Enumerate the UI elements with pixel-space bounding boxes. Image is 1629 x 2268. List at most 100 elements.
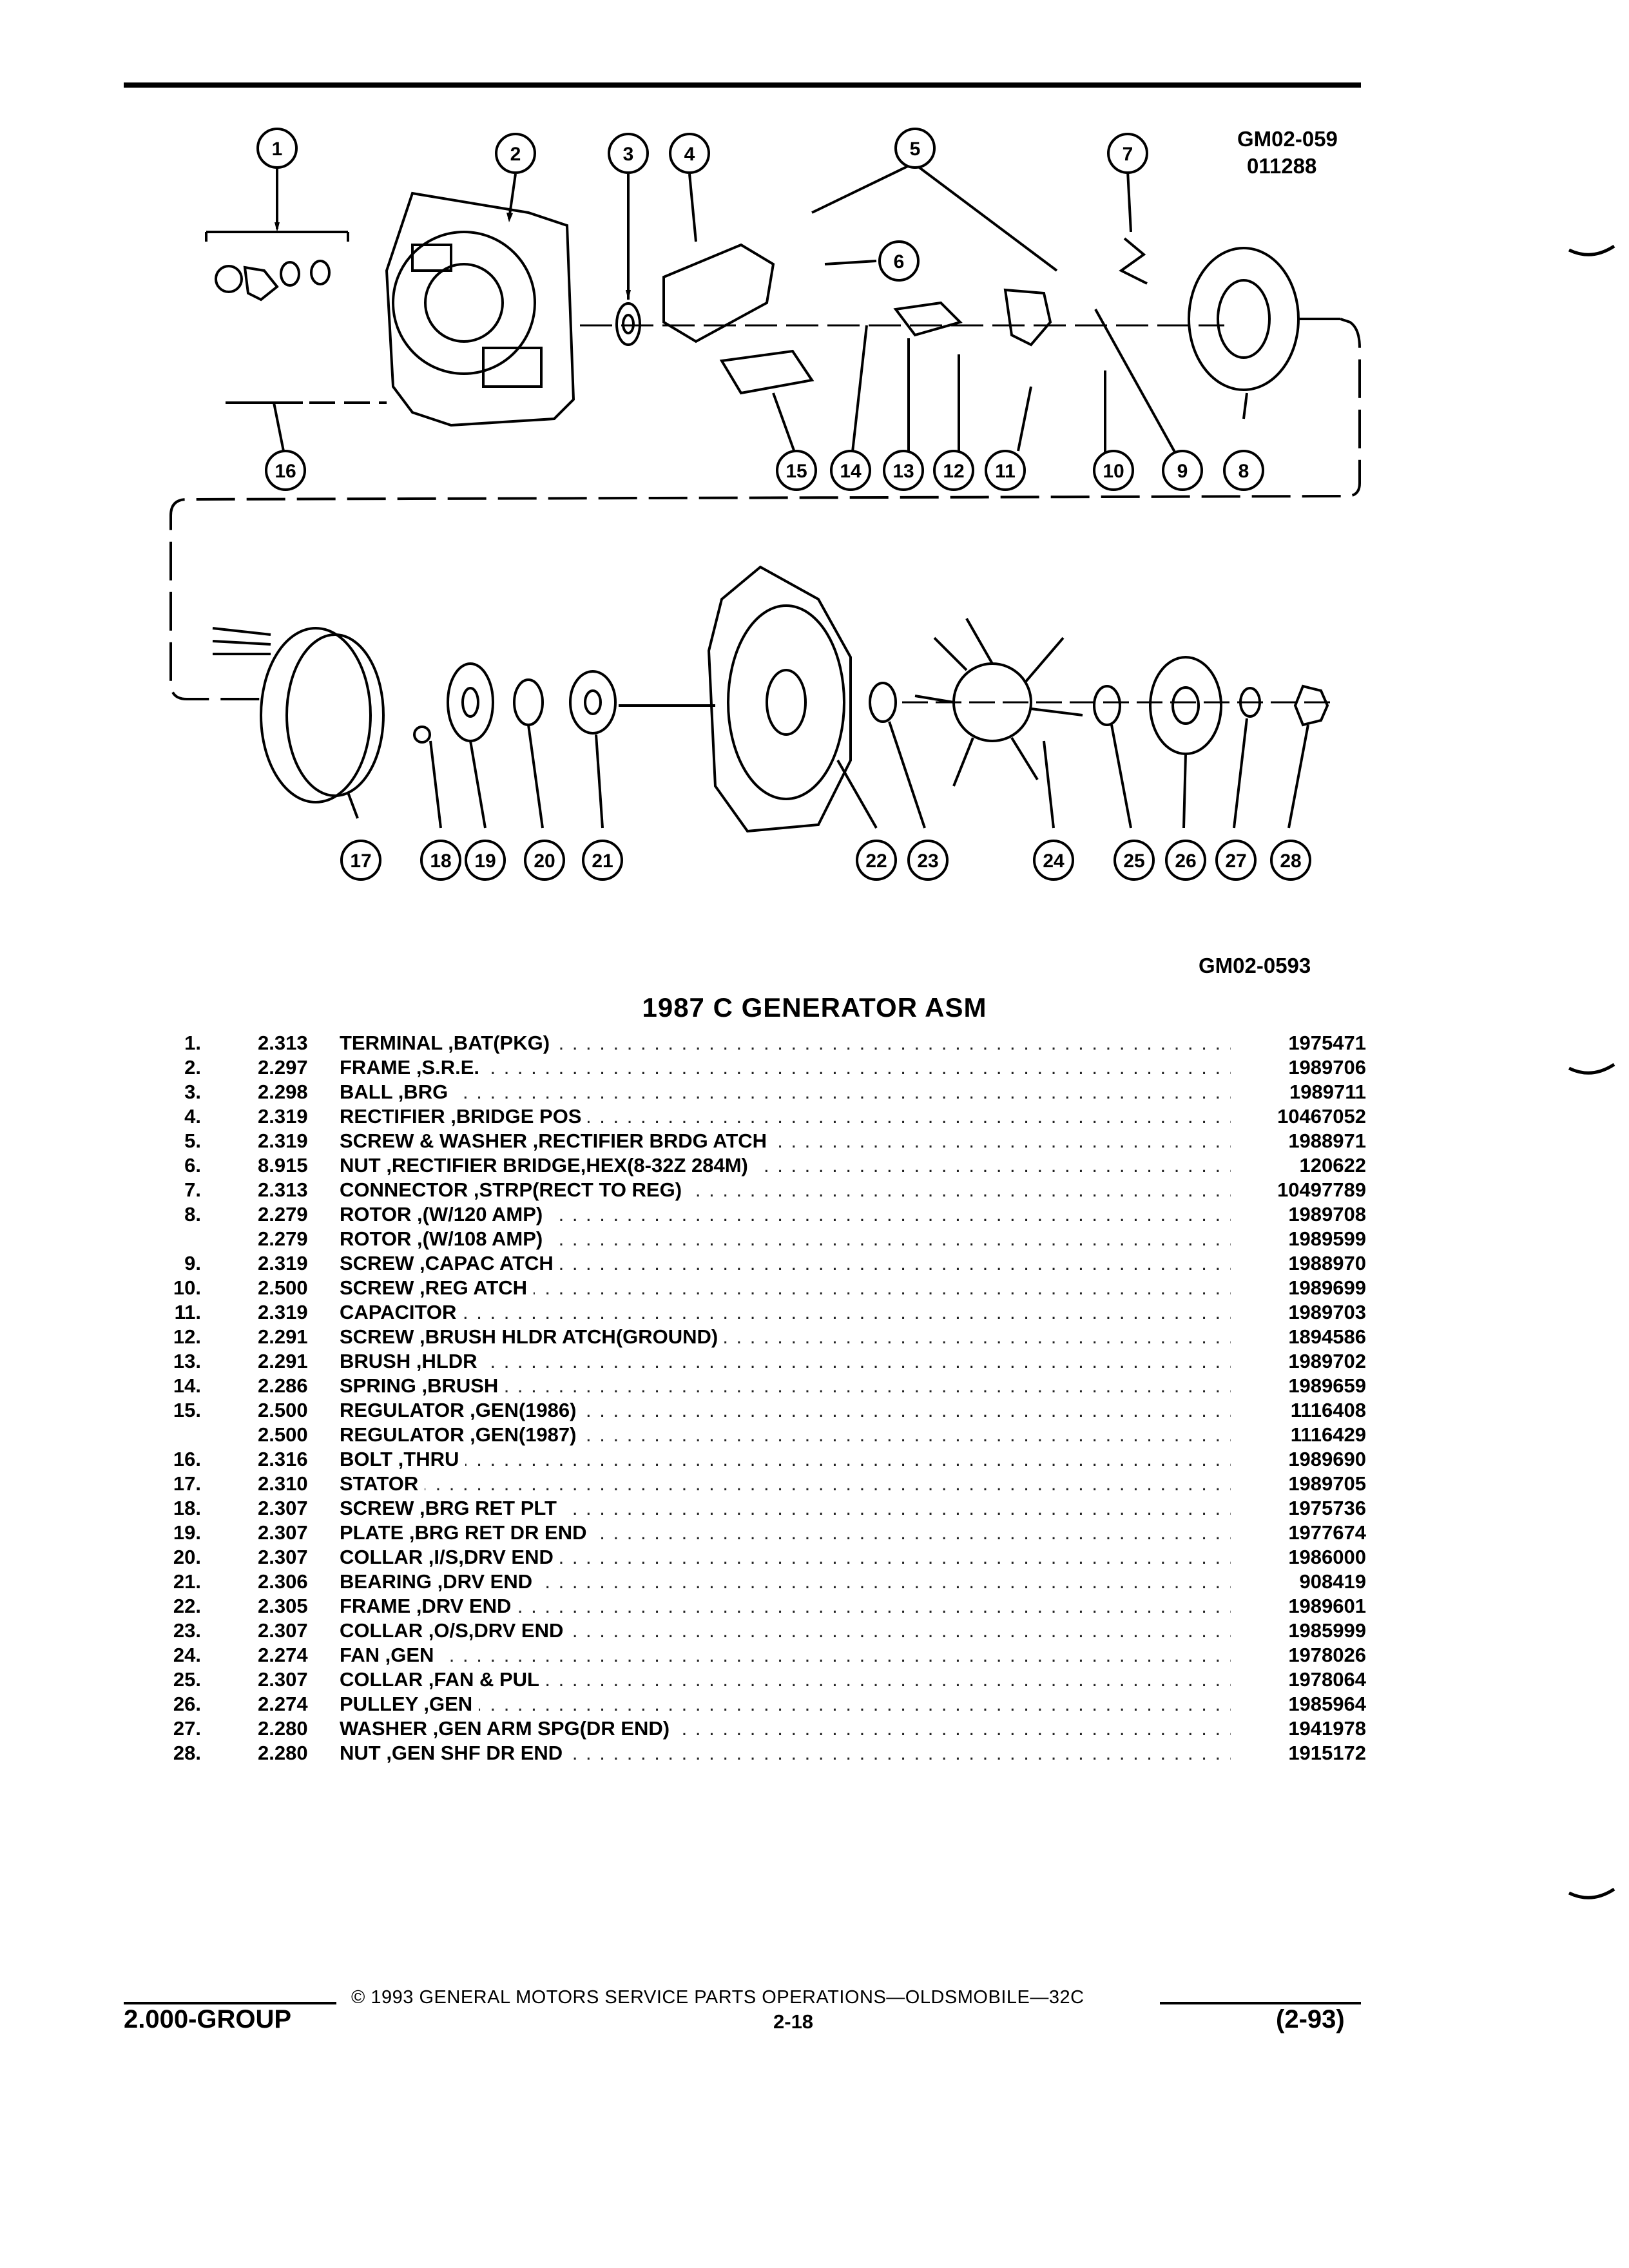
part-number: 1915172: [1288, 1742, 1366, 1764]
part-number: 10467052: [1277, 1105, 1366, 1128]
group-number: 2.307: [258, 1521, 308, 1544]
part-description: CONNECTOR ,STRP(RECT TO REG): [340, 1178, 689, 1201]
figure-id-date: 011288: [1247, 154, 1317, 178]
group-number: 2.307: [258, 1546, 308, 1568]
callout-label: 3: [623, 144, 634, 165]
group-number: 2.310: [258, 1472, 308, 1495]
callout-23: [907, 840, 949, 881]
top-rule: [124, 82, 1361, 88]
part-description: BOLT ,THRU: [340, 1448, 466, 1470]
callout-20: [524, 840, 565, 881]
catalog-title: 1987 C GENERATOR ASM: [642, 992, 987, 1023]
group-number: 2.313: [258, 1178, 308, 1201]
part-number: 1989599: [1288, 1227, 1366, 1250]
part-description: BEARING ,DRV END: [340, 1570, 539, 1593]
description-cell: BEARING ,DRV END: [340, 1570, 1231, 1594]
callout-label: 6: [894, 251, 905, 273]
callout-label: 14: [840, 461, 862, 482]
group-number: 2.319: [258, 1105, 308, 1128]
item-number: 24.: [173, 1644, 201, 1666]
item-number: 5.: [184, 1129, 201, 1152]
description-cell: BALL ,BRG: [340, 1080, 1231, 1104]
description-cell: SCREW & WASHER ,RECTIFIER BRDG ATCH: [340, 1129, 1231, 1153]
description-cell: NUT ,GEN SHF DR END: [340, 1741, 1231, 1765]
part-number: 1989699: [1288, 1276, 1366, 1299]
part-description: BALL ,BRG: [340, 1081, 455, 1103]
group-number: 2.291: [258, 1350, 308, 1372]
callout-11: [985, 450, 1026, 491]
part-description: ROTOR ,(W/120 AMP): [340, 1203, 550, 1225]
group-number: 2.274: [258, 1693, 308, 1715]
item-number: 20.: [173, 1546, 201, 1568]
callout-label: 10: [1103, 461, 1124, 482]
part-number: 1988970: [1288, 1252, 1366, 1274]
part-number: 1989711: [1289, 1081, 1366, 1103]
item-number: 21.: [173, 1570, 201, 1593]
description-cell: SPRING ,BRUSH: [340, 1374, 1231, 1398]
group-number: 2.280: [258, 1742, 308, 1764]
part-number: 1985964: [1288, 1693, 1366, 1715]
part-number: 1975736: [1288, 1497, 1366, 1519]
callout-8: [1223, 450, 1264, 491]
item-number: 9.: [184, 1252, 201, 1274]
table-row: 11.2.319CAPACITOR1989703: [161, 1300, 1366, 1325]
description-cell: FAN ,GEN: [340, 1643, 1231, 1667]
scan-mark: [1568, 1887, 1615, 1899]
part-description: RECTIFIER ,BRIDGE POS: [340, 1105, 588, 1128]
part-description: NUT ,RECTIFIER BRIDGE,HEX(8-32Z 284M): [340, 1154, 755, 1177]
callout-13: [883, 450, 924, 491]
item-number: 1.: [184, 1032, 201, 1054]
callout-9: [1162, 450, 1203, 491]
item-number: 10.: [173, 1276, 201, 1299]
description-cell: ROTOR ,(W/108 AMP): [340, 1227, 1231, 1251]
item-number: 2.: [184, 1056, 201, 1079]
callout-label: 15: [786, 461, 807, 482]
part-description: SCREW ,CAPAC ATCH: [340, 1252, 560, 1274]
part-description: SCREW & WASHER ,RECTIFIER BRDG ATCH: [340, 1129, 774, 1152]
footer-group: 2.000-GROUP: [124, 2005, 292, 2033]
callout-label: 18: [430, 850, 451, 872]
description-cell: PULLEY ,GEN: [340, 1692, 1231, 1716]
description-cell: SCREW ,BRUSH HLDR ATCH(GROUND): [340, 1325, 1231, 1349]
item-number: 13.: [173, 1350, 201, 1372]
callout-label: 24: [1043, 850, 1065, 872]
callout-label: 23: [917, 850, 938, 872]
footer-date: (2-93): [1276, 2005, 1345, 2033]
description-cell: BOLT ,THRU: [340, 1447, 1231, 1472]
callout-label: 17: [350, 850, 371, 872]
callout-label: 2: [510, 144, 521, 165]
callout-label: 9: [1177, 461, 1188, 482]
callout-label: 22: [865, 850, 887, 872]
item-number: 14.: [173, 1374, 201, 1397]
group-number: 2.280: [258, 1717, 308, 1740]
callout-2: [495, 133, 536, 174]
part-description: REGULATOR ,GEN(1987): [340, 1423, 583, 1446]
description-cell: RECTIFIER ,BRIDGE POS: [340, 1104, 1231, 1129]
part-description: FRAME ,DRV END: [340, 1595, 518, 1617]
part-number: 1989703: [1288, 1301, 1366, 1323]
footer-copyright: © 1993 GENERAL MOTORS SERVICE PARTS OPER…: [351, 1987, 1084, 2008]
part-description: WASHER ,GEN ARM SPG(DR END): [340, 1717, 677, 1740]
part-number: 1989702: [1288, 1350, 1366, 1372]
description-cell: REGULATOR ,GEN(1986): [340, 1398, 1231, 1423]
group-number: 2.307: [258, 1668, 308, 1691]
callout-18: [420, 840, 461, 881]
callout-label: 28: [1280, 850, 1301, 872]
group-number: 2.313: [258, 1032, 308, 1054]
callout-label: 13: [892, 461, 914, 482]
callout-label: 12: [943, 461, 964, 482]
part-frame-sre: [385, 191, 575, 427]
part-number: 1989659: [1288, 1374, 1366, 1397]
